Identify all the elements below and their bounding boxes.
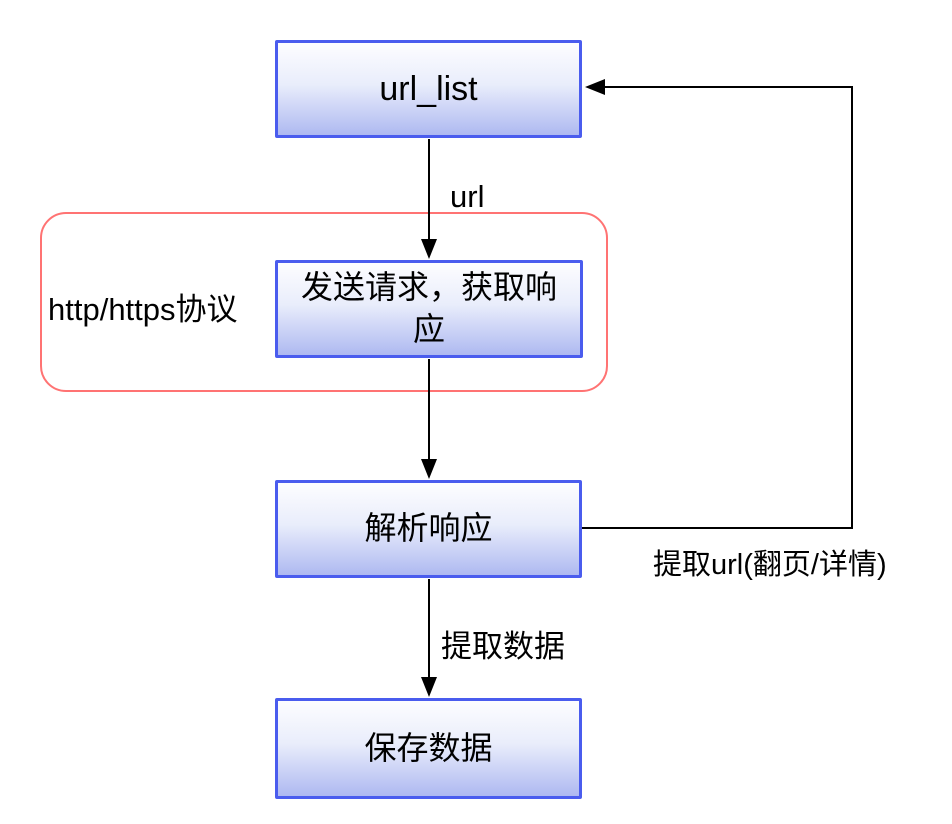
node-send-request-label: 发送请求，获取响应 xyxy=(300,269,557,347)
node-send-request: 发送请求，获取响应 xyxy=(275,260,583,358)
http-protocol-group-label: http/https协议 xyxy=(48,292,238,327)
node-parse-response-label: 解析响应 xyxy=(364,510,493,547)
edge-label-url: url xyxy=(450,179,485,214)
connector-parse-response-to-url-list xyxy=(582,86,853,529)
arrowhead-down-parse-response xyxy=(421,459,437,479)
node-save-data: 保存数据 xyxy=(275,698,582,799)
node-parse-response: 解析响应 xyxy=(275,480,582,578)
edge-label-extract-data: 提取数据 xyxy=(441,629,565,664)
arrowhead-left-url-list xyxy=(585,79,605,95)
node-url-list: url_list xyxy=(275,40,582,138)
edge-label-extract-url: 提取url(翻页/详情) xyxy=(653,549,887,581)
arrowhead-down-save-data xyxy=(421,677,437,697)
node-url-list-label: url_list xyxy=(379,69,478,108)
node-save-data-label: 保存数据 xyxy=(364,729,493,766)
